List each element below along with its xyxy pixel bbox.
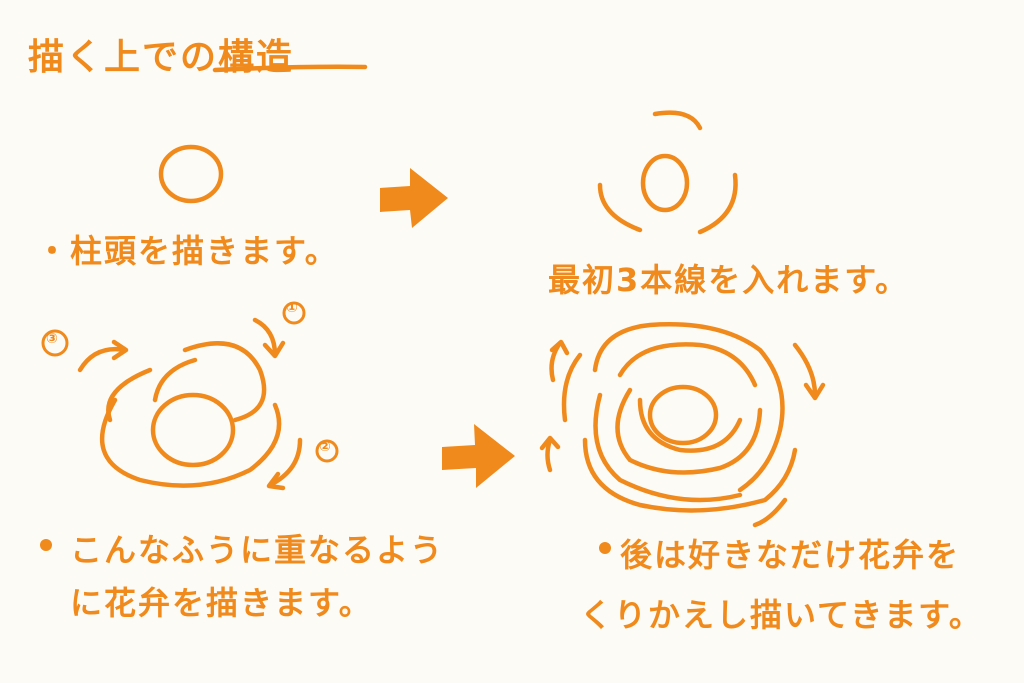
stroke-order-1: ① [286,300,298,316]
arrow-right-icon [380,168,448,228]
title-underline [212,64,368,73]
bullet-dot [40,539,52,551]
petals-caption-line2: に花弁を描きます。 [70,584,373,622]
first-lines-caption: 最初3本線を入れます。 [548,261,910,299]
stigma-circle [158,144,224,204]
full-rose-sketch [539,322,826,528]
repeat-caption-line2: くりかえし描いてきます。 [580,596,983,634]
repeat-caption-line1: 後は好きなだけ花弁を [620,536,961,574]
stigma-caption: ・柱頭を描きます。 [36,232,339,270]
stroke-order-3: ③ [46,331,58,347]
first-lines-sketch [597,110,738,235]
stroke-order-2: ② [319,439,331,455]
overlapping-petals-sketch [41,301,339,491]
bullet-dot [599,542,611,554]
petals-caption-line1: こんなふうに重なるよう [70,531,445,569]
page-title: 描く上での構造 [28,37,295,78]
arrow-right-icon [442,424,515,488]
